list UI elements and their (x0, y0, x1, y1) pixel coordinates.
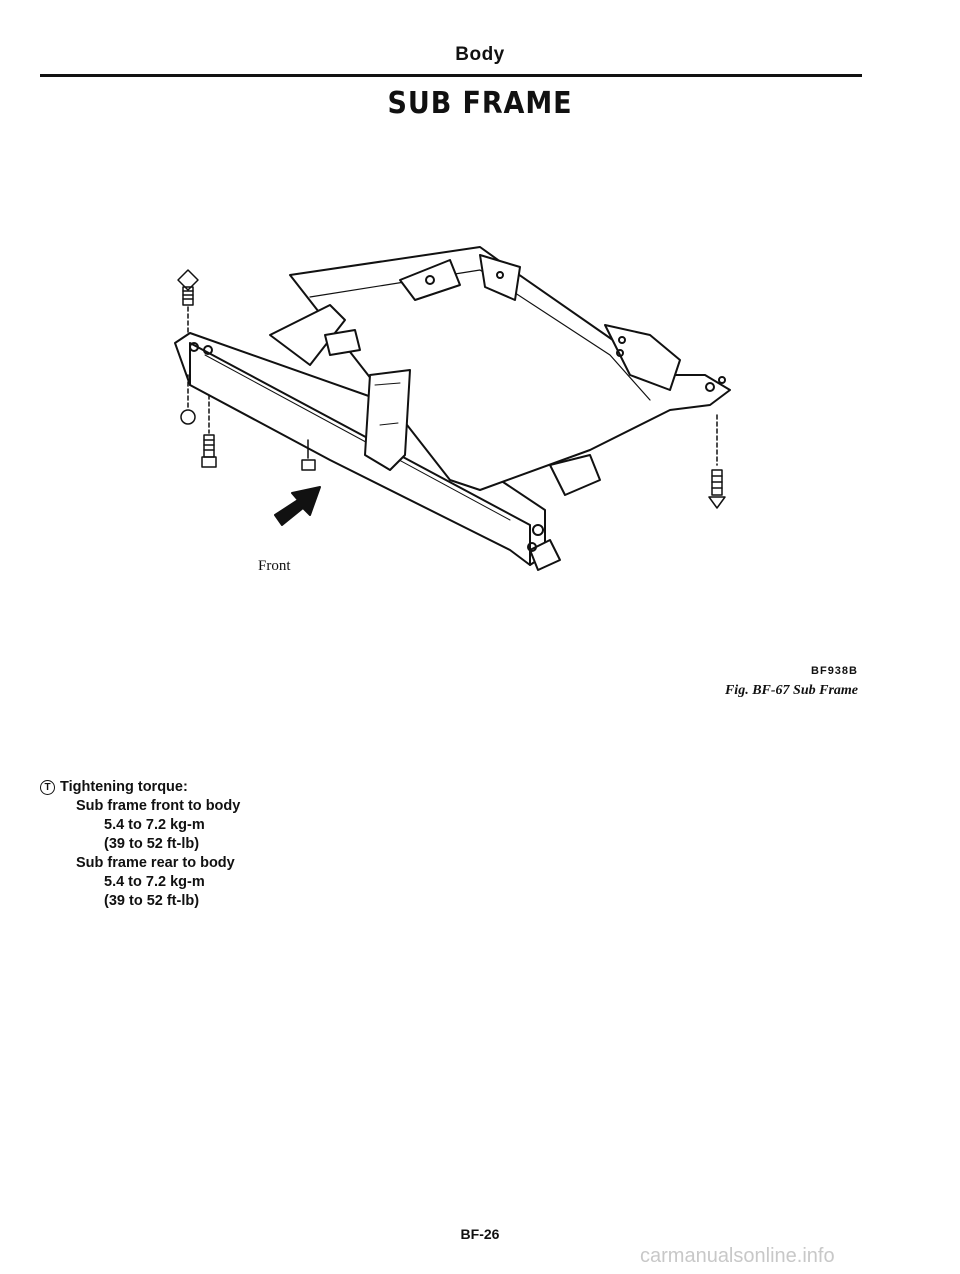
torque-item-label: Sub frame front to body (76, 798, 241, 814)
torque-item-label: Sub frame rear to body (76, 855, 235, 871)
torque-item-imperial: (39 to 52 ft-lb) (104, 836, 200, 852)
page-title: SUB FRAME (387, 86, 573, 121)
section-header: Body (455, 44, 505, 65)
torque-heading-line: T Tightening torque: (40, 778, 240, 797)
page-number: BF-26 (460, 1226, 500, 1242)
torque-item-imperial: (39 to 52 ft-lb) (104, 893, 200, 909)
torque-item-metric: 5.4 to 7.2 kg-m (104, 817, 205, 833)
figure-caption: Fig. BF-67 Sub Frame (724, 683, 858, 698)
torque-specs: T Tightening torque: Sub frame front to … (40, 778, 240, 911)
torque-heading: Tightening torque: (60, 779, 188, 795)
sub-frame-illustration (174, 246, 731, 571)
front-label: Front (258, 558, 291, 574)
torque-icon: T (40, 780, 55, 795)
header-rule (40, 74, 862, 77)
figure-code: BF938B (811, 665, 858, 677)
watermark: carmanualsonline.info (640, 1245, 835, 1267)
torque-item-metric: 5.4 to 7.2 kg-m (104, 874, 205, 890)
